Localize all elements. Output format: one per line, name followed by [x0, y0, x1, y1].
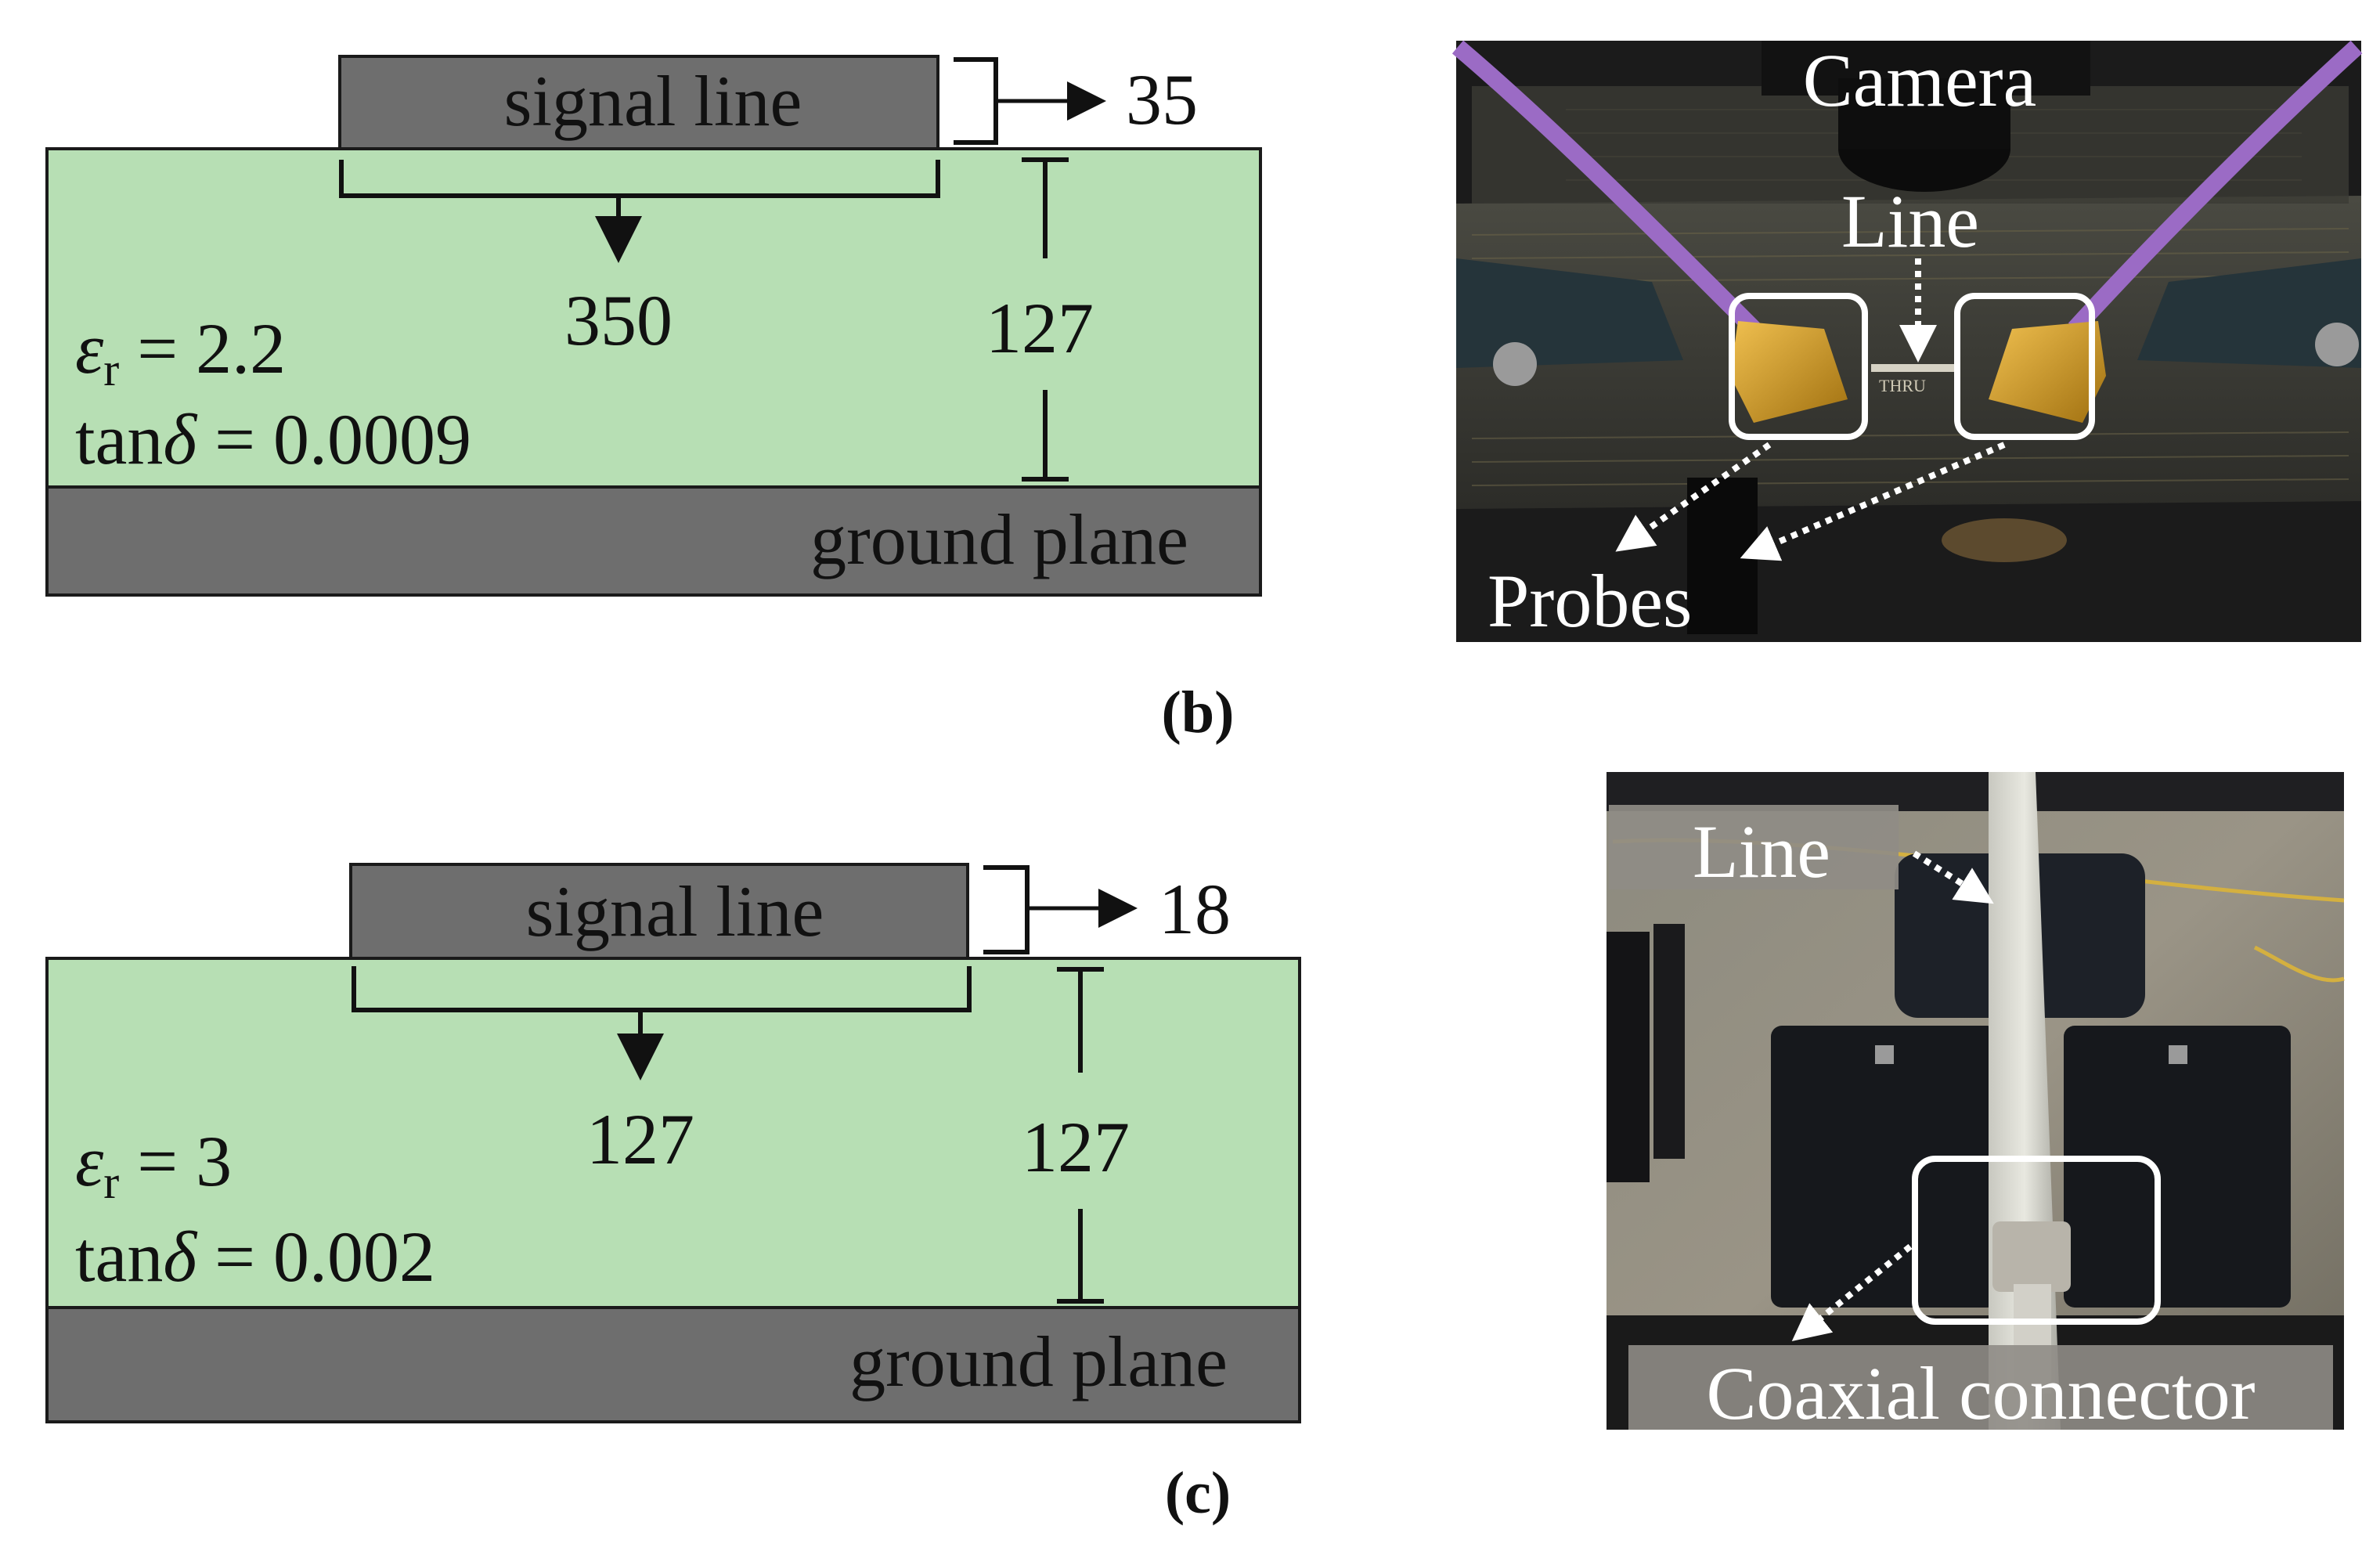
- height-value-b: 127: [986, 288, 1094, 368]
- thickness-value-c: 18: [1159, 869, 1231, 949]
- ground-plane-b: [45, 485, 1262, 597]
- ground-plane-label-b: ground plane: [810, 500, 1188, 579]
- probe-station-photo: THRU Camera Line Probes: [1451, 38, 2363, 643]
- thru-line: [1871, 364, 1957, 372]
- screw-left: [1875, 1045, 1894, 1064]
- permittivity-c: εr = 3: [75, 1121, 232, 1208]
- right-cable: [2068, 40, 2363, 335]
- caption-c: (c): [1165, 1460, 1231, 1526]
- ground-plane-c: [45, 1306, 1301, 1423]
- left-clamp-block: [1771, 1026, 1998, 1308]
- connector-highlight: [1912, 1156, 2161, 1325]
- signal-line-c: [349, 863, 969, 960]
- left-probe: [1730, 321, 1848, 423]
- left-probe-highlight: [1729, 293, 1868, 440]
- probes-pointer-right: [1740, 442, 2006, 561]
- height-value-c: 127: [1022, 1107, 1130, 1187]
- width-value-c: 127: [586, 1099, 694, 1179]
- right-probe-highlight: [1954, 293, 2095, 440]
- permittivity-b: εr = 2.2: [75, 308, 286, 395]
- connector-nut: [1992, 1221, 2071, 1292]
- right-clamp-block: [2064, 1026, 2291, 1308]
- loss-tangent-c: tanδ = 0.002: [75, 1217, 435, 1297]
- microstrip-diagram-b: signal line ground plane 35 350 127 εr =…: [45, 55, 1262, 745]
- probes-label: Probes: [1488, 559, 1692, 643]
- line-pointer-c: [1912, 850, 1994, 904]
- coaxial-connector-photo: Line Coaxial connector: [1606, 772, 2345, 1435]
- board-mount: [1942, 518, 2067, 562]
- yellow-wire-2: [2253, 945, 2345, 983]
- signal-line-label-b: signal line: [504, 61, 802, 141]
- line-label-b: Line: [1841, 179, 1979, 263]
- width-value-b: 350: [564, 280, 673, 360]
- thickness-bracket-c: [983, 865, 1030, 954]
- left-cable: [1451, 40, 1760, 335]
- line-label-c: Line: [1693, 810, 1830, 893]
- left-dark-rod-2: [1653, 924, 1685, 1159]
- left-knob: [1493, 342, 1537, 386]
- signal-line-b: [338, 55, 939, 150]
- substrate-c: [45, 957, 1301, 1309]
- line-label-bg-c: [1609, 805, 1899, 889]
- screw-right: [2169, 1045, 2187, 1064]
- camera-barrel: [1838, 78, 2010, 149]
- thickness-value-b: 35: [1126, 60, 1198, 139]
- thickness-bracket-b: [954, 57, 998, 145]
- substrate-b: [45, 147, 1262, 489]
- board-thru-text: THRU: [1879, 376, 1926, 395]
- left-dark-rod: [1606, 932, 1650, 1182]
- left-probe-arm: [1456, 258, 1683, 368]
- loss-tangent-b: tanδ = 0.0009: [75, 399, 471, 479]
- right-probe: [1989, 321, 2106, 423]
- microstrip-diagram-c: signal line ground plane 18 127 127 εr =…: [45, 863, 1301, 1526]
- dark-top: [1606, 772, 2344, 811]
- camera-label: Camera: [1803, 38, 2037, 122]
- right-knob: [2315, 323, 2359, 366]
- connector-label: Coaxial connector: [1706, 1351, 2255, 1435]
- ground-plane-label-c: ground plane: [849, 1322, 1228, 1401]
- width-bracket-c: [352, 966, 972, 1012]
- probes-pointer-left: [1615, 442, 1772, 552]
- signal-line-label-c: signal line: [526, 871, 824, 951]
- right-probe-arm: [2137, 258, 2361, 368]
- width-bracket-b: [339, 160, 940, 198]
- connector-label-bg: [1628, 1345, 2333, 1430]
- caption-b: (b): [1162, 680, 1235, 745]
